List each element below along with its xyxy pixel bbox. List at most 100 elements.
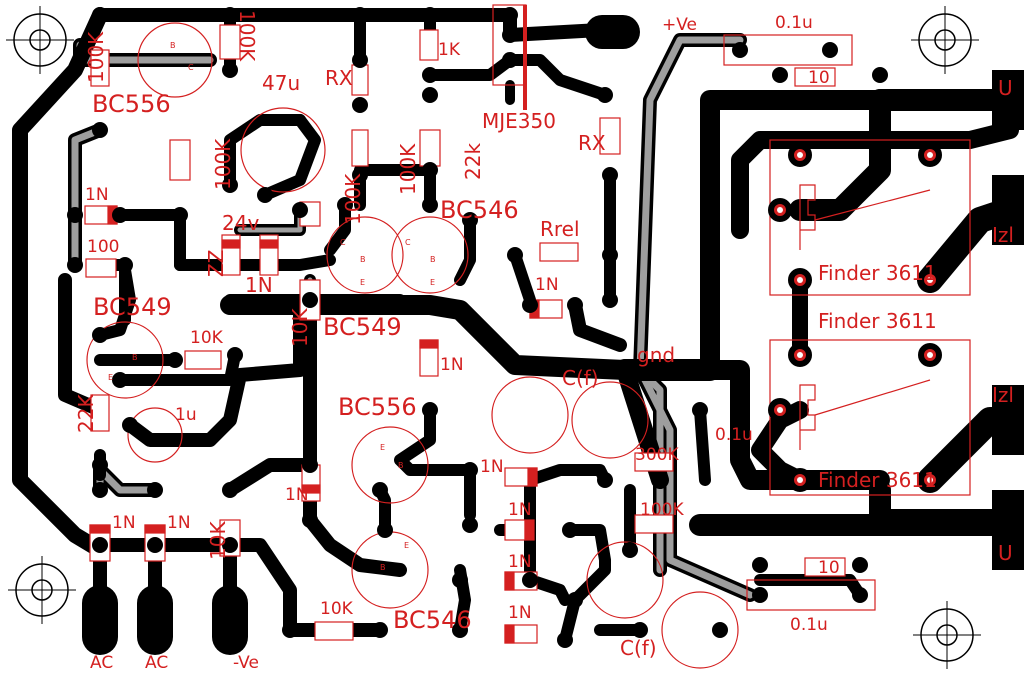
svg-text:B: B bbox=[398, 461, 404, 470]
label-supply-neg: -Ve bbox=[233, 653, 259, 673]
output-terminals bbox=[992, 70, 1024, 570]
svg-text:C: C bbox=[405, 238, 411, 247]
output-terminal-u-top bbox=[992, 70, 1024, 130]
label-d-1n-g: 1N bbox=[508, 552, 532, 572]
transistor-bc549-left-outline bbox=[86, 321, 164, 399]
ac-input-pad-2 bbox=[137, 585, 173, 655]
label-d-1n-c: 1N bbox=[535, 275, 559, 295]
label-t-mje350: MJE350 bbox=[482, 109, 556, 133]
mounting-hole-top-right bbox=[911, 6, 979, 74]
transistor-bc556-top-outline bbox=[137, 22, 213, 98]
capacitor-47u-outline bbox=[240, 107, 326, 193]
label-out-l-top: Izl bbox=[992, 223, 1014, 247]
capacitor-cf-top-left-outline bbox=[491, 376, 569, 454]
label-c-01u-bot: 0.1u bbox=[790, 615, 828, 635]
pos-supply-pad bbox=[585, 15, 640, 49]
label-c-1u: 1u bbox=[175, 405, 197, 425]
ac-input-pad-1 bbox=[82, 585, 118, 655]
label-in-ac-2: AC bbox=[145, 653, 168, 673]
input-connectors bbox=[82, 15, 640, 655]
label-c-01u-mid: 0.1u bbox=[715, 425, 753, 445]
svg-text:E: E bbox=[404, 541, 409, 550]
label-in-ac-1: AC bbox=[90, 653, 113, 673]
label-r-100k-d: 100K bbox=[211, 138, 235, 190]
label-d-1n-d: 1N bbox=[440, 355, 464, 375]
capacitor-01u-top-outline bbox=[723, 34, 853, 66]
transistor-pin-markers: BC CBE CBE BE BE BE bbox=[108, 41, 436, 572]
label-r-100k-c: 100K bbox=[396, 143, 420, 195]
svg-text:E: E bbox=[360, 278, 365, 287]
mounting-hole-bottom-left bbox=[8, 556, 76, 624]
label-r-10k-c: 10K bbox=[206, 521, 230, 560]
label-r-10k-d: 10K bbox=[320, 599, 354, 619]
label-d-1n-e: 1N bbox=[480, 457, 504, 477]
svg-text:C: C bbox=[188, 63, 194, 72]
label-out-u-bot: U bbox=[998, 541, 1013, 565]
svg-text:B: B bbox=[430, 255, 436, 264]
capacitor-01u-bottom-outline bbox=[746, 579, 876, 611]
label-zz: ZZ bbox=[204, 250, 228, 277]
transistor-bc549-center-outline bbox=[326, 216, 404, 294]
mounting-hole-bottom-right bbox=[913, 601, 981, 669]
svg-text:E: E bbox=[380, 443, 385, 452]
output-terminal-izl-bottom bbox=[992, 385, 1024, 455]
label-r-300k: 300K bbox=[635, 445, 679, 465]
label-d-1n-a: 1N bbox=[85, 185, 109, 205]
label-d-1n-i: 1N bbox=[285, 485, 309, 505]
label-relay-2: Finder 3611 bbox=[818, 309, 937, 333]
capacitor-cf-top-right-outline bbox=[571, 381, 649, 459]
resistor-bodies bbox=[85, 24, 846, 641]
relay-outline-bottom bbox=[769, 339, 971, 496]
label-supply-pos: +Ve bbox=[662, 15, 697, 35]
label-out-l-bot: Izl bbox=[992, 383, 1014, 407]
label-relay-1: Finder 3611 bbox=[818, 261, 937, 285]
svg-text:B: B bbox=[170, 41, 176, 50]
label-r-22k-a: 22k bbox=[461, 143, 485, 180]
label-r-100k-f: 100K bbox=[640, 500, 684, 520]
label-cf-top: C(f) bbox=[562, 366, 599, 390]
capacitor-cf-bottom-right-outline bbox=[661, 591, 739, 669]
label-t-bc549-b: BC549 bbox=[323, 313, 402, 341]
label-out-u-top: U bbox=[998, 76, 1013, 100]
output-terminal-u-bottom bbox=[992, 490, 1024, 570]
label-z-24v: 24v bbox=[222, 211, 259, 235]
label-r-10k-a: 10K bbox=[190, 328, 224, 348]
transistor-bc546-top-outline bbox=[391, 216, 469, 294]
label-c-47u: 47u bbox=[262, 71, 300, 95]
label-t-bc556-mid: BC556 bbox=[338, 393, 417, 421]
label-rx-1: RX bbox=[325, 66, 353, 90]
svg-text:B: B bbox=[360, 255, 366, 264]
label-r-1k: 1K bbox=[438, 40, 461, 60]
mounting-hole-top-left bbox=[6, 6, 74, 74]
capacitor-1u-outline bbox=[127, 407, 183, 463]
label-rrel: Rrel bbox=[540, 217, 580, 241]
solder-pads bbox=[67, 7, 942, 648]
label-d-1n-k: 1N bbox=[167, 513, 191, 533]
label-t-bc549-a: BC549 bbox=[93, 293, 172, 321]
label-cf-bot: C(f) bbox=[620, 636, 657, 660]
label-d-1n-j: 1N bbox=[112, 513, 136, 533]
label-t-bc546-a: BC546 bbox=[440, 196, 519, 224]
label-r-100k-e: 100K bbox=[341, 173, 365, 225]
label-rx-2: RX bbox=[578, 131, 606, 155]
svg-text:C: C bbox=[340, 238, 346, 247]
label-d-1n-f: 1N bbox=[508, 500, 532, 520]
label-r-10k-b: 10K bbox=[288, 308, 312, 347]
component-labels: 100K 100K BC556 RX 1K MJE350 +Ve 0.1u 10… bbox=[74, 10, 1014, 673]
svg-text:B: B bbox=[380, 563, 386, 572]
label-r-100k-b: 100K bbox=[235, 10, 259, 62]
label-d-1n-b: 1N bbox=[245, 273, 273, 297]
label-d-1n-h: 1N bbox=[508, 603, 532, 623]
label-c-01u-top: 0.1u bbox=[775, 13, 813, 33]
capacitor-cf-bottom-left-outline bbox=[586, 541, 664, 619]
label-r-10-top: 10 bbox=[808, 68, 830, 88]
transistor-bc556-mid-outline bbox=[351, 426, 429, 504]
svg-text:E: E bbox=[108, 373, 113, 382]
label-relay-2-bottom: Finder 3611 bbox=[818, 468, 937, 492]
label-t-bc556-top: BC556 bbox=[92, 90, 171, 118]
relay-outline-top bbox=[769, 139, 971, 296]
neg-supply-pad bbox=[212, 585, 248, 655]
label-t-bc546-b: BC546 bbox=[393, 606, 472, 634]
label-r-22k-b: 22K bbox=[74, 394, 98, 433]
